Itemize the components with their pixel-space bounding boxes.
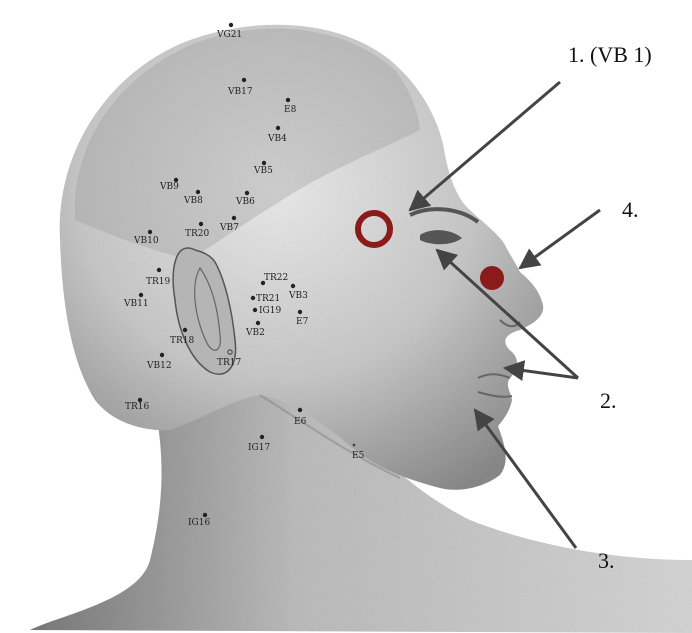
acupoint-dot [199, 222, 203, 226]
acupoint-dot [253, 308, 257, 312]
acupoint-dot [232, 216, 236, 220]
acupoint-label: VB8 [183, 196, 203, 206]
acupoint-dot [276, 126, 280, 130]
acupoint-dot [139, 293, 143, 297]
acupoint-label: VB10 [133, 236, 159, 246]
acupoint-label: IG17 [248, 443, 270, 453]
acupoint-label: VB3 [288, 291, 308, 301]
acupoint-dot [183, 328, 187, 332]
acupoint-label: VB5 [253, 166, 273, 176]
acupoint-dot [260, 435, 264, 439]
acupoint-label: TR21 [256, 294, 280, 304]
arrow-4 [520, 210, 600, 268]
acupoint-label: IG16 [188, 518, 210, 528]
nose-dot-marker [480, 266, 504, 290]
acupoint-label: TR17 [217, 358, 242, 368]
acupoint-dot [160, 353, 164, 357]
acupoint-label: E7 [296, 317, 309, 327]
acupoint-label: VG21 [216, 30, 242, 40]
acupoint-label: TR16 [125, 402, 150, 412]
acupoint-label: TR18 [170, 336, 195, 346]
acupoint-dot [298, 310, 302, 314]
acupoint-dot [291, 284, 295, 288]
acupoint-label: VB12 [146, 361, 172, 371]
acupoint-label: IG19 [259, 306, 281, 316]
acupoint-dot [298, 408, 302, 412]
callout-1-label: 1. (VB 1) [568, 42, 652, 67]
acupoint-label: VB11 [123, 299, 149, 309]
acupoint-dot [286, 98, 290, 102]
acupoint-label: VB2 [245, 328, 265, 338]
acupoint-label: TR19 [146, 277, 171, 287]
acupoint-dot [196, 190, 200, 194]
acupoint-dot [203, 513, 207, 517]
callout-3-label: 3. [598, 548, 615, 573]
acupoint-dot [256, 321, 260, 325]
acupoint-dot [251, 296, 255, 300]
acupoint-dot [262, 161, 266, 165]
acupoint-dot [157, 268, 161, 272]
acupoint-dot [148, 230, 152, 234]
acupoint-label: E5 [352, 451, 365, 461]
acupoint-dot [353, 444, 356, 447]
acupoint-label: TR20 [185, 229, 210, 239]
callout-2-label: 2. [600, 388, 617, 413]
callout-4-label: 4. [622, 197, 639, 222]
acupoint-label: VB6 [235, 197, 255, 207]
acupoint-label: VB4 [267, 134, 287, 144]
acupoint-dot [229, 23, 233, 27]
acupoint-dot [245, 191, 249, 195]
acupoint-dot [242, 78, 246, 82]
acupoint-label: E6 [294, 417, 307, 427]
acupoint-label: VB17 [227, 87, 253, 97]
acupoint-label: E8 [284, 105, 297, 115]
acupoint-label: TR22 [264, 273, 288, 283]
acupoint-label: VB7 [219, 223, 239, 233]
acupoint-label: VB9 [159, 182, 179, 192]
